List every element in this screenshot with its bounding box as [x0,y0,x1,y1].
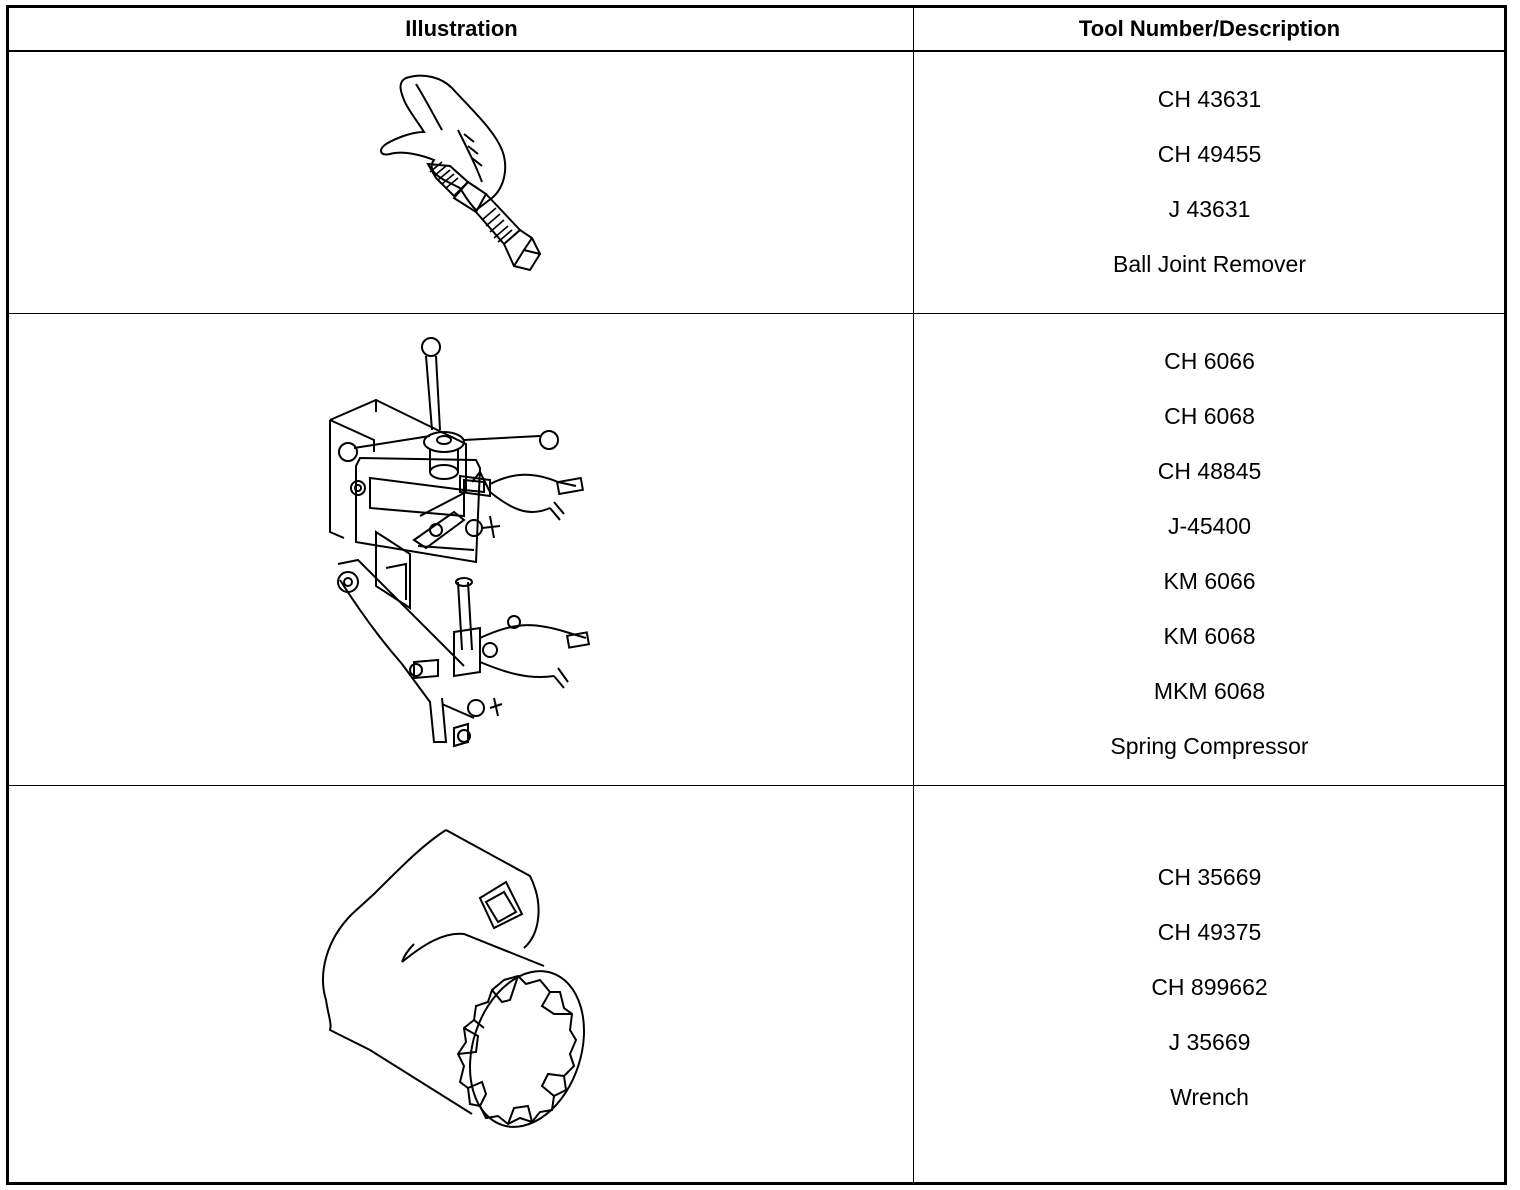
description-cell: CH 43631 CH 49455 J 43631 Ball Joint Rem… [915,52,1504,314]
row-divider [9,313,1504,314]
tool-number: J-45400 [1167,513,1252,539]
tool-number: CH 43631 [1157,86,1262,112]
table-header: Illustration Tool Number/Description [9,8,1504,52]
illustration-cell [9,314,913,786]
tool-number: J 43631 [1168,196,1251,222]
tool-number: CH 49455 [1157,141,1262,167]
description-cell: CH 35669 CH 49375 CH 899662 J 35669 Wren… [915,786,1504,1182]
header-illustration: Illustration [405,16,518,41]
tool-description: Wrench [1170,1084,1249,1110]
table-row: CH 43631 CH 49455 J 43631 Ball Joint Rem… [9,52,1504,314]
tool-number: CH 6068 [1164,403,1255,429]
row-divider [9,785,1504,786]
tool-number: CH 49375 [1157,919,1262,945]
tool-number: CH 899662 [1151,974,1268,1000]
table-row: CH 35669 CH 49375 CH 899662 J 35669 Wren… [9,786,1504,1182]
illustration-cell [9,52,913,314]
column-divider [913,8,914,1182]
tool-description: Spring Compressor [1110,733,1309,759]
header-tool-number-description: Tool Number/Description [1078,16,1341,41]
description-cell: CH 6066 CH 6068 CH 48845 J-45400 KM 6066… [915,314,1504,786]
ball-joint-remover-illustration [364,70,564,280]
tool-number: CH 48845 [1157,458,1262,484]
tool-description: Ball Joint Remover [1112,251,1307,277]
table-row: CH 6066 CH 6068 CH 48845 J-45400 KM 6066… [9,314,1504,786]
illustration-cell [9,786,913,1182]
tool-number: MKM 6068 [1153,678,1266,704]
spring-compressor-illustration [314,332,604,757]
tool-number: CH 35669 [1157,864,1262,890]
tool-number: KM 6068 [1163,623,1256,649]
tool-number: J 35669 [1168,1029,1251,1055]
wrench-socket-illustration [314,824,589,1129]
tool-table: Illustration Tool Number/Description [6,5,1507,1185]
tool-number: CH 6066 [1164,348,1255,374]
tool-number: KM 6066 [1163,568,1256,594]
